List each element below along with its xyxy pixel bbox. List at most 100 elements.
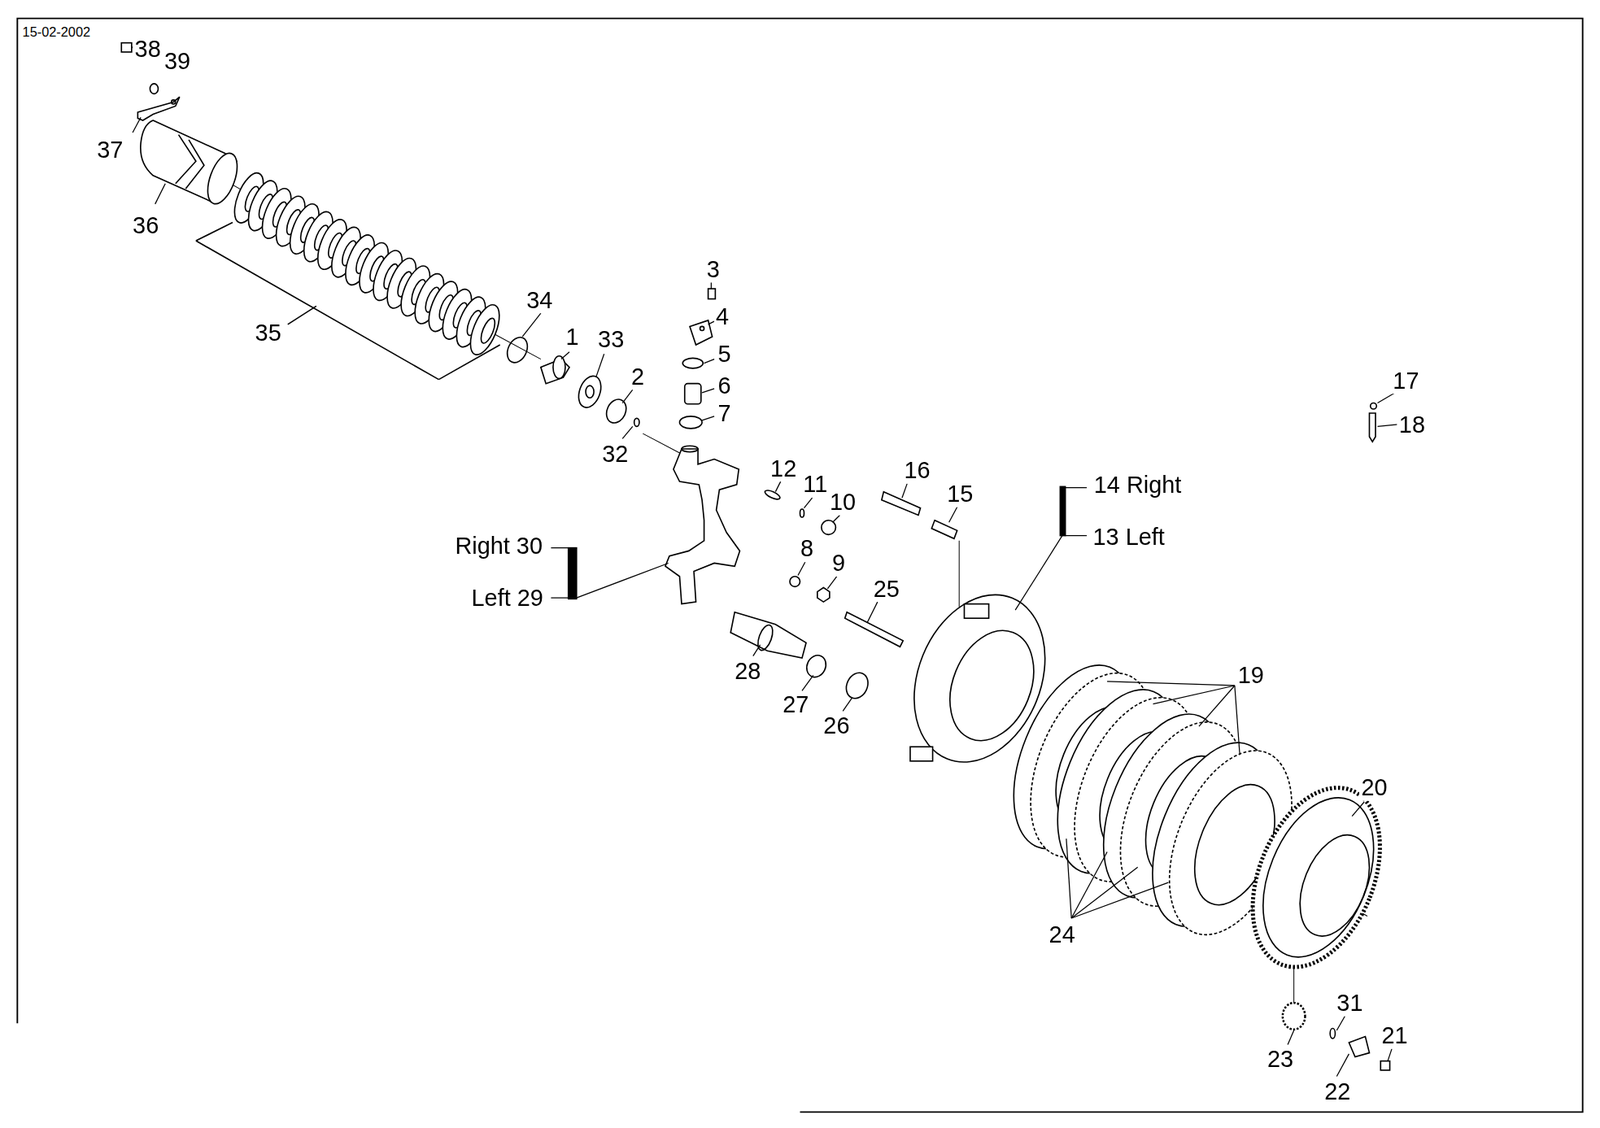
bracket-35 <box>196 222 501 380</box>
bolt-16 <box>845 492 958 648</box>
gear-20 <box>1228 769 1405 987</box>
small-parts <box>684 383 702 405</box>
leader-lines <box>1287 1030 1295 1046</box>
callout-number: Left 29 <box>469 584 545 611</box>
leader-lines <box>1234 685 1240 755</box>
leader-lines <box>622 389 633 403</box>
callout-number: 14 Right <box>1091 471 1183 498</box>
center-axis <box>209 171 1368 1006</box>
gear-20 <box>1241 781 1396 974</box>
leader-lines <box>1071 851 1108 919</box>
callout-number: 18 <box>1396 411 1427 437</box>
callout-number: 35 <box>252 319 284 345</box>
callout-number: 19 <box>1235 662 1266 689</box>
fork-29-30 <box>665 445 741 604</box>
leader-lines <box>802 675 814 691</box>
gear-20 <box>1228 769 1405 987</box>
callout-number: 25 <box>871 575 902 602</box>
callout-number: 38 <box>132 36 163 62</box>
small-parts <box>682 357 703 369</box>
leader-lines <box>701 416 715 421</box>
callout-number: 33 <box>596 326 627 352</box>
spring-stack-35 <box>464 300 506 359</box>
callout-number: 7 <box>715 400 733 426</box>
shaft-28 <box>803 652 830 681</box>
small-parts-lower <box>1282 1002 1306 1030</box>
callout-number: 36 <box>130 213 162 239</box>
bracket-37 <box>171 100 176 105</box>
center-axis <box>959 540 960 608</box>
leader-lines <box>1377 424 1399 428</box>
selector-bars <box>568 548 577 600</box>
leader-lines <box>1336 1015 1345 1031</box>
bracket-37 <box>137 96 179 121</box>
small-parts <box>553 356 566 380</box>
callout-number: 31 <box>1334 989 1365 1016</box>
callout-number: 22 <box>1322 1079 1353 1105</box>
callout-number: 28 <box>732 658 763 685</box>
small-parts <box>503 288 837 602</box>
callout-number: 3 <box>704 256 722 282</box>
sleeve-36 <box>140 120 244 208</box>
leader-lines <box>704 359 715 364</box>
selector-bars <box>1059 486 1065 536</box>
leader-lines <box>1071 867 1138 919</box>
leader-lines <box>1336 1054 1349 1077</box>
leader-lines <box>775 481 781 493</box>
small-parts <box>799 509 804 518</box>
small-parts <box>574 373 605 411</box>
fork-29-30 <box>665 449 741 605</box>
bolt-38 <box>121 43 132 53</box>
leader-lines <box>1351 802 1365 817</box>
leader-lines <box>132 117 141 133</box>
small-parts-lower <box>1368 413 1376 442</box>
callout-number: 5 <box>715 341 733 367</box>
leader-lines <box>827 576 837 589</box>
small-parts <box>679 416 702 429</box>
plate-13-14 <box>910 746 933 762</box>
callout-number: 2 <box>628 363 646 389</box>
gear-20 <box>1286 824 1384 947</box>
center-axis <box>642 433 682 454</box>
shaft-28 <box>730 612 807 659</box>
callout-number: 37 <box>95 137 126 163</box>
bracket-35 <box>287 305 317 325</box>
leader-lines <box>1015 536 1063 611</box>
callout-number: 4 <box>713 303 731 329</box>
leader-lines <box>1066 838 1072 919</box>
fork-29-30 <box>681 445 698 453</box>
callout-number: Right 30 <box>453 532 545 559</box>
leader-lines <box>804 497 813 509</box>
frame <box>17 18 1583 1113</box>
small-parts <box>789 576 801 588</box>
leader-lines <box>1065 487 1087 489</box>
callout-number: 39 <box>161 48 192 75</box>
callout-number: 16 <box>902 457 933 484</box>
callout-number: 13 Left <box>1090 523 1167 550</box>
leader-lines <box>842 697 852 711</box>
callout-number: 26 <box>821 712 852 738</box>
leader-lines <box>701 388 715 393</box>
sleeve-36 <box>175 135 205 189</box>
leader-lines <box>1153 685 1235 705</box>
callout-number: 8 <box>798 535 816 561</box>
small-parts <box>817 588 830 603</box>
center-axis <box>489 331 541 360</box>
small-parts-lower <box>1370 403 1378 410</box>
leader-lines <box>949 506 958 523</box>
small-parts <box>503 334 532 367</box>
callout-number: 10 <box>827 489 858 515</box>
leader-lines <box>1198 685 1235 727</box>
leader-lines <box>902 483 907 499</box>
bolt-16 <box>931 520 957 540</box>
small-parts <box>708 288 716 300</box>
spring-stack-35 <box>228 169 506 359</box>
callout-number: 21 <box>1379 1023 1410 1049</box>
shaft-28 <box>730 612 872 702</box>
leader-lines <box>753 645 761 657</box>
selector-bars <box>568 486 1066 599</box>
leader-lines <box>596 353 605 378</box>
leader-lines <box>132 117 1399 1077</box>
